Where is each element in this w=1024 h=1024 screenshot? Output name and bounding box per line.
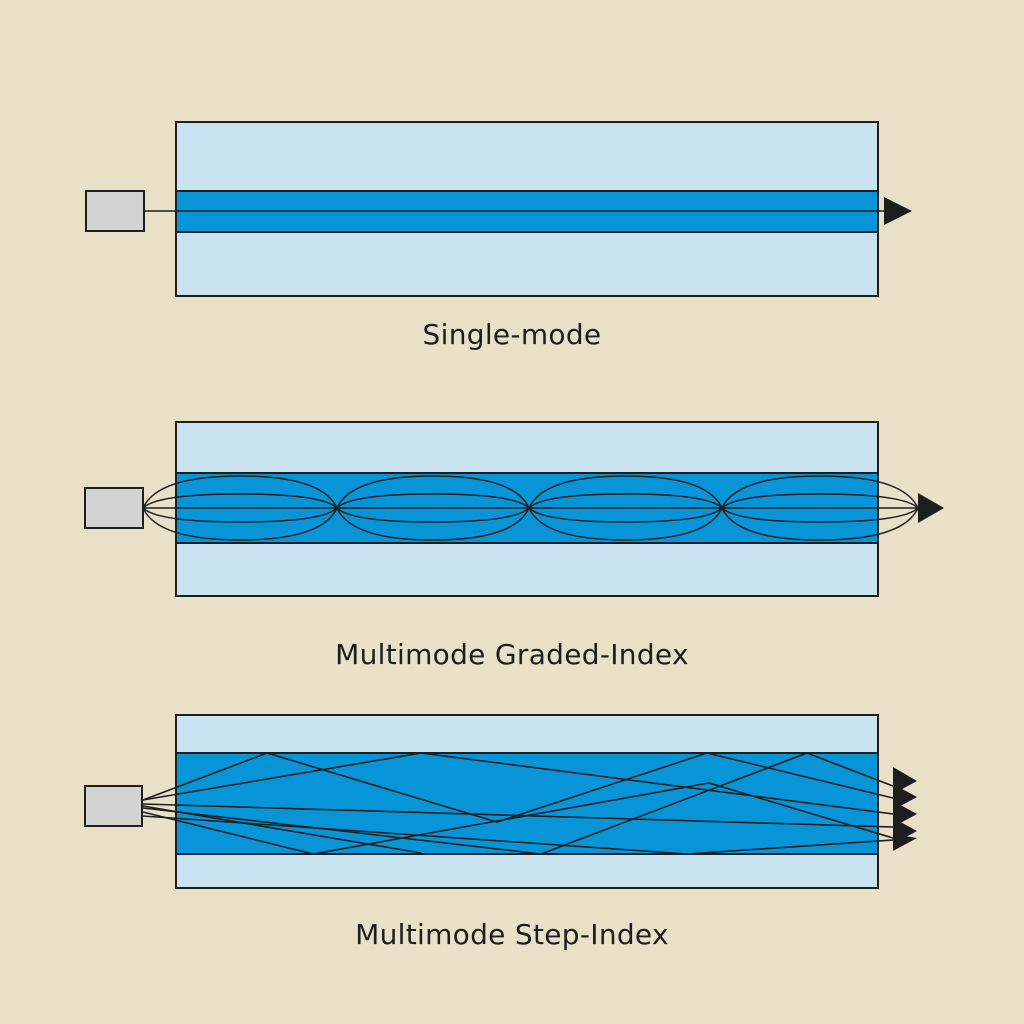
step-index-rays	[142, 752, 894, 855]
graded-index-rays	[142, 475, 919, 541]
step-index-arrow-icon	[893, 801, 917, 827]
step-ray	[142, 815, 894, 855]
graded-ray-arc	[142, 507, 338, 541]
graded-ray-arc	[336, 475, 530, 509]
graded-ray-arc	[336, 507, 530, 541]
graded-ray-arc	[528, 507, 723, 523]
graded-ray-arc	[721, 475, 919, 509]
graded-ray-arc	[528, 475, 723, 509]
graded-ray-arc	[721, 493, 919, 509]
graded-ray-arc	[336, 493, 530, 509]
graded-ray-arc	[721, 507, 919, 541]
graded-ray-arc	[142, 507, 338, 523]
step-ray	[142, 805, 422, 854]
graded-ray-arc	[528, 507, 723, 541]
step-index-panel	[84, 714, 917, 889]
graded-index-source-icon	[84, 487, 144, 529]
graded-index-panel	[84, 421, 944, 597]
step-ray	[142, 752, 894, 855]
single-mode-arrow-icon	[884, 197, 912, 225]
graded-index-arrow-icon	[918, 493, 944, 523]
graded-index-label: Multimode Graded-Index	[335, 638, 689, 671]
step-index-arrow-icon	[893, 784, 917, 810]
step-index-arrows	[893, 767, 917, 851]
graded-ray-arc	[142, 493, 338, 509]
single-mode-label: Single-mode	[422, 318, 602, 351]
step-ray	[142, 803, 894, 828]
graded-ray-arc	[528, 493, 723, 509]
single-mode-panel	[85, 121, 912, 297]
graded-ray-arc	[142, 475, 338, 509]
step-ray	[142, 752, 894, 815]
step-ray	[142, 782, 894, 855]
graded-ray-arc	[336, 507, 530, 523]
single-mode-source-icon	[85, 190, 145, 232]
step-index-source-icon	[84, 785, 143, 827]
step-index-arrow-icon	[893, 834, 917, 851]
graded-ray-arc	[721, 507, 919, 523]
step-index-label: Multimode Step-Index	[355, 918, 669, 951]
